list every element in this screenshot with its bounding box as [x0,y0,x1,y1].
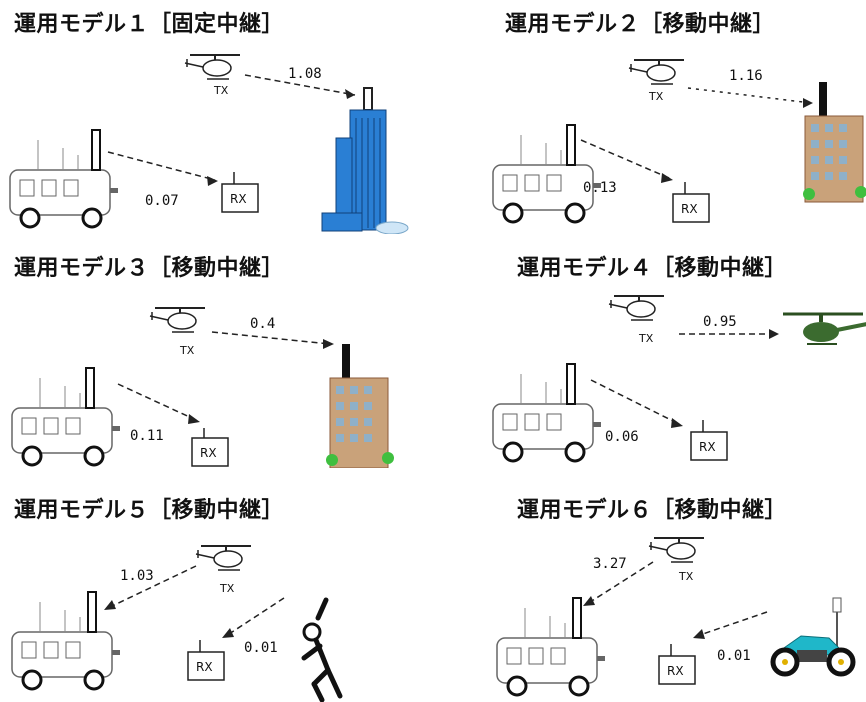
link-lower-value: 0.13 [583,180,617,196]
arrowhead [188,414,200,424]
link-lower-arrow [696,611,768,637]
rx-label: RX [230,192,247,206]
rx-label: RX [196,660,213,674]
arrowhead [222,628,234,638]
diagram-scene: TX 1.08 [9,54,409,234]
link-lower-value: 0.06 [605,429,639,445]
rx-box-icon: RX [690,420,728,461]
rx-label: RX [667,664,684,678]
tx-label: TX [648,90,664,103]
helicopter-icon [184,54,240,80]
office-building-icon [803,82,866,203]
link-upper-arrow [244,74,356,96]
arrowhead [769,329,779,339]
relay-van-icon [11,367,120,467]
link-lower-arrow [590,379,680,425]
panel-model-6: 運用モデル６［移動中継］ TX 3.27 [433,468,866,702]
arrowhead [583,596,595,606]
rx-box-icon: RX [187,640,225,681]
relay-van-icon [9,129,118,229]
link-lower-value: 0.07 [145,193,179,209]
link-lower-arrow [107,151,216,181]
panel-model-4: 運用モデル４［移動中継］ TX 0.95 [433,234,866,468]
arrowhead [207,176,218,186]
panel-title: 運用モデル４［移動中継］ [517,256,788,281]
rx-box-icon: RX [658,644,696,685]
arrowhead [803,98,813,108]
link-upper-arrow [107,565,197,609]
helicopter-icon [149,307,205,333]
relay-van-icon [492,363,601,463]
panel-title: 運用モデル５［移動中継］ [14,498,285,523]
link-lower-value: 0.01 [244,640,278,656]
panel-title: 運用モデル３［移動中継］ [14,256,285,281]
rx-box-icon: RX [221,172,259,213]
diagram-scene: TX 0.4 [11,307,394,468]
office-building-icon [326,344,394,468]
link-lower-arrow [117,383,197,421]
tx-label: TX [678,570,694,583]
link-lower-value: 0.11 [130,428,164,444]
link-upper-value: 1.08 [288,66,322,82]
helicopter-icon [195,545,251,571]
arrowhead [671,418,683,428]
skyscraper-icon [321,87,409,234]
link-upper-arrow [586,561,654,605]
relay-van-icon [496,597,605,697]
arrowhead [661,173,673,183]
rx-label: RX [200,446,217,460]
panel-title: 運用モデル２［移動中継］ [505,12,776,37]
helicopter-icon [628,59,684,85]
person-antenna-icon [301,597,343,702]
panel-model-1: 運用モデル１［固定中継］ TX 1.08 [0,0,433,234]
panel-title: 運用モデル６［移動中継］ [517,498,788,523]
panel-model-3: 運用モデル３［移動中継］ TX 0.4 [0,234,433,468]
helicopter-icon [648,537,704,563]
rx-box-icon: RX [191,428,229,467]
link-lower-arrow [225,597,285,637]
diagram-scene: TX 0.95 0.06 [492,295,866,463]
panel-title: 運用モデル１［固定中継］ [14,12,285,37]
rx-label: RX [681,202,698,216]
link-upper-value: 1.16 [729,68,763,84]
military-helicopter-icon [783,312,866,345]
arrowhead [693,629,705,639]
diagram-scene: TX 1.16 [492,59,866,224]
link-lower-value: 0.01 [717,648,751,664]
tx-label: TX [213,84,229,97]
motorcycle-icon [770,597,856,677]
diagram-scene: TX 3.27 RX 0.01 [496,537,856,697]
arrowhead [104,600,116,610]
panel-model-5: 運用モデル５［移動中継］ TX 1.03 [0,468,433,702]
rx-box-icon: RX [672,182,710,223]
tx-label: TX [179,344,195,357]
panel-model-2: 運用モデル２［移動中継］ TX 1.16 [433,0,866,234]
diagram-scene: TX 1.03 RX 0.01 [11,545,343,702]
rx-label: RX [699,440,716,454]
helicopter-icon [608,295,664,321]
relay-van-icon [492,124,601,224]
arrowhead [323,339,334,349]
link-upper-value: 0.4 [250,316,275,332]
tx-label: TX [219,582,235,595]
link-upper-value: 3.27 [593,556,627,572]
link-upper-arrow [211,331,331,345]
link-upper-arrow [687,87,812,104]
link-upper-value: 0.95 [703,314,737,330]
tx-label: TX [638,332,654,345]
relay-van-icon [11,591,120,691]
arrowhead [345,89,355,99]
link-upper-value: 1.03 [120,568,154,584]
link-lower-arrow [580,139,670,179]
